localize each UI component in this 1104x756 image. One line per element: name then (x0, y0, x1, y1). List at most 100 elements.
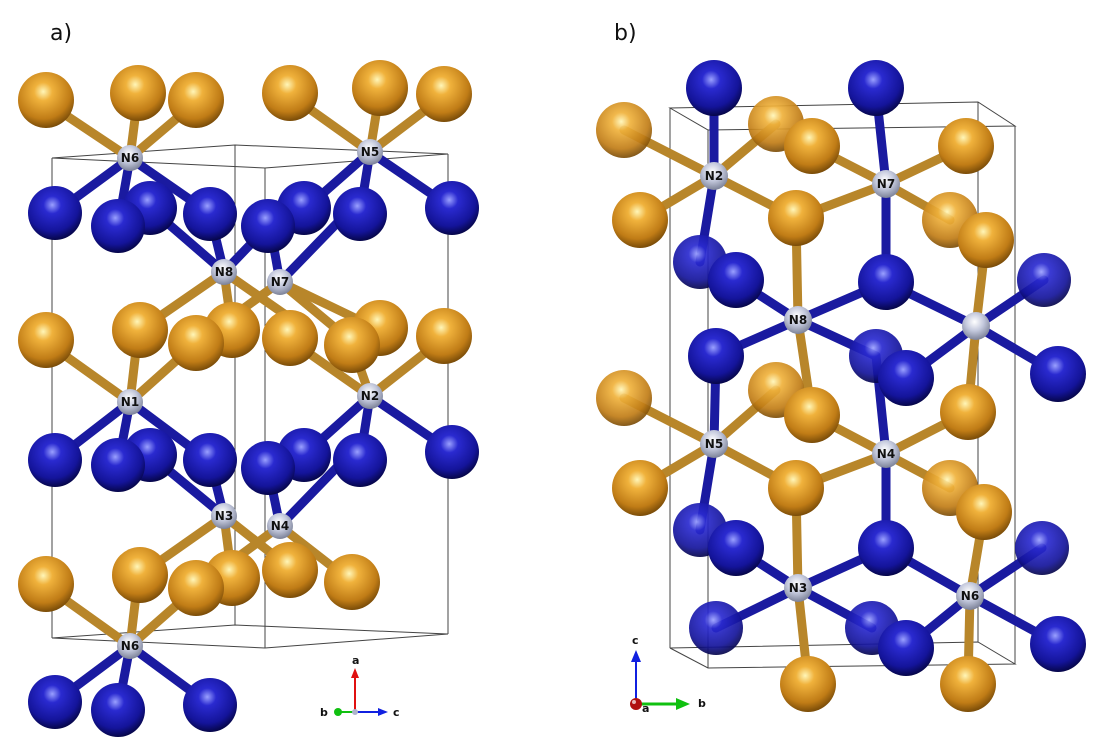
nonmetal-atom (241, 441, 295, 495)
metal-atom (938, 118, 994, 174)
atom-label: N5 (705, 437, 723, 451)
nonmetal-atom (91, 438, 145, 492)
atom-label: N1 (121, 395, 139, 409)
nonmetal-atom (333, 187, 387, 241)
metal-atom (596, 102, 652, 158)
atom-label: N6 (121, 639, 139, 653)
metal-atom (110, 65, 166, 121)
nitrogen-atom (267, 269, 293, 295)
metal-atom (612, 460, 668, 516)
axis-label-up: a (352, 654, 359, 667)
metal-atom (168, 72, 224, 128)
metal-atom (324, 317, 380, 373)
metal-atom (352, 60, 408, 116)
atoms-a (18, 60, 479, 737)
nonmetal-atom (28, 433, 82, 487)
metal-atom (416, 308, 472, 364)
nitrogen-atom (267, 513, 293, 539)
metal-atom (112, 547, 168, 603)
axes-triad-b: c a b (630, 634, 706, 715)
metal-atom (18, 556, 74, 612)
nonmetal-atom (708, 520, 764, 576)
nitrogen-atom (700, 430, 728, 458)
nonmetal-atom (878, 350, 934, 406)
axis-label-right: c (393, 706, 400, 719)
metal-atom (596, 370, 652, 426)
metal-atom (768, 460, 824, 516)
atom-label: N8 (789, 313, 807, 327)
atom-label: N8 (215, 265, 233, 279)
nonmetal-atom (425, 425, 479, 479)
atom-label: N3 (789, 581, 807, 595)
metal-atom (168, 315, 224, 371)
panel-b-label: b) (614, 21, 637, 46)
metal-atom (780, 656, 836, 712)
nonmetal-atom (858, 254, 914, 310)
nonmetal-atom (28, 186, 82, 240)
atom-label: N7 (271, 275, 289, 289)
nonmetal-atom (848, 60, 904, 116)
metal-atom (18, 312, 74, 368)
axis-label-right: b (698, 697, 706, 710)
atom-label: N6 (961, 589, 979, 603)
bonds-b (619, 85, 1063, 687)
nitrogen-atom (117, 145, 143, 171)
metal-atom (416, 66, 472, 122)
nonmetal-atom (686, 60, 742, 116)
nitrogen-atom (211, 259, 237, 285)
nonmetal-atom (1030, 616, 1086, 672)
nonmetal-atom (91, 683, 145, 737)
nitrogen-atom (700, 162, 728, 190)
atom-label: N3 (215, 509, 233, 523)
nonmetal-atom (91, 199, 145, 253)
nitrogen-atom (117, 389, 143, 415)
axis-label-origin: a (642, 702, 649, 715)
nonmetal-atom (689, 601, 743, 655)
metal-atom (768, 190, 824, 246)
nonmetal-atom (241, 199, 295, 253)
axis-label-left: b (320, 706, 328, 719)
panel-a: a) (18, 21, 479, 737)
metal-atom (940, 656, 996, 712)
metal-atom (262, 65, 318, 121)
nitrogen-atom (117, 633, 143, 659)
nitrogen-atom (872, 440, 900, 468)
atom-label: N2 (361, 389, 379, 403)
metal-atom (168, 560, 224, 616)
atom-labels-a: N6 N5 N8 N7 N1 N2 N3 N4 N6 (121, 145, 379, 653)
metal-atom (784, 118, 840, 174)
atom-label: N7 (877, 177, 895, 191)
nitrogen-atom (956, 582, 984, 610)
nitrogen-atom (784, 574, 812, 602)
nitrogen-atom (784, 306, 812, 334)
nonmetal-atom (708, 252, 764, 308)
nonmetal-atom (1017, 253, 1071, 307)
nonmetal-atom (183, 187, 237, 241)
nonmetal-atom (1015, 521, 1069, 575)
metal-atom (784, 387, 840, 443)
atom-label: N5 (361, 145, 379, 159)
metal-atom (940, 384, 996, 440)
atom-label: N6 (121, 151, 139, 165)
atoms-b (596, 60, 1086, 712)
nonmetal-atom (333, 433, 387, 487)
axis-label-up: c (632, 634, 639, 647)
nonmetal-atom (425, 181, 479, 235)
nitrogen-atom (962, 312, 990, 340)
metal-atom (262, 542, 318, 598)
atom-label: N4 (271, 519, 289, 533)
metal-atom (262, 310, 318, 366)
atom-label: N4 (877, 447, 895, 461)
panel-b: b) (596, 21, 1086, 715)
nonmetal-atom (688, 328, 744, 384)
atom-label: N2 (705, 169, 723, 183)
nitrogen-atom (211, 503, 237, 529)
metal-atom (18, 72, 74, 128)
nonmetal-atom (1030, 346, 1086, 402)
nonmetal-atom (183, 433, 237, 487)
nonmetal-atom (858, 520, 914, 576)
nonmetal-atom (183, 678, 237, 732)
panel-a-label: a) (50, 21, 72, 46)
metal-atom (958, 212, 1014, 268)
